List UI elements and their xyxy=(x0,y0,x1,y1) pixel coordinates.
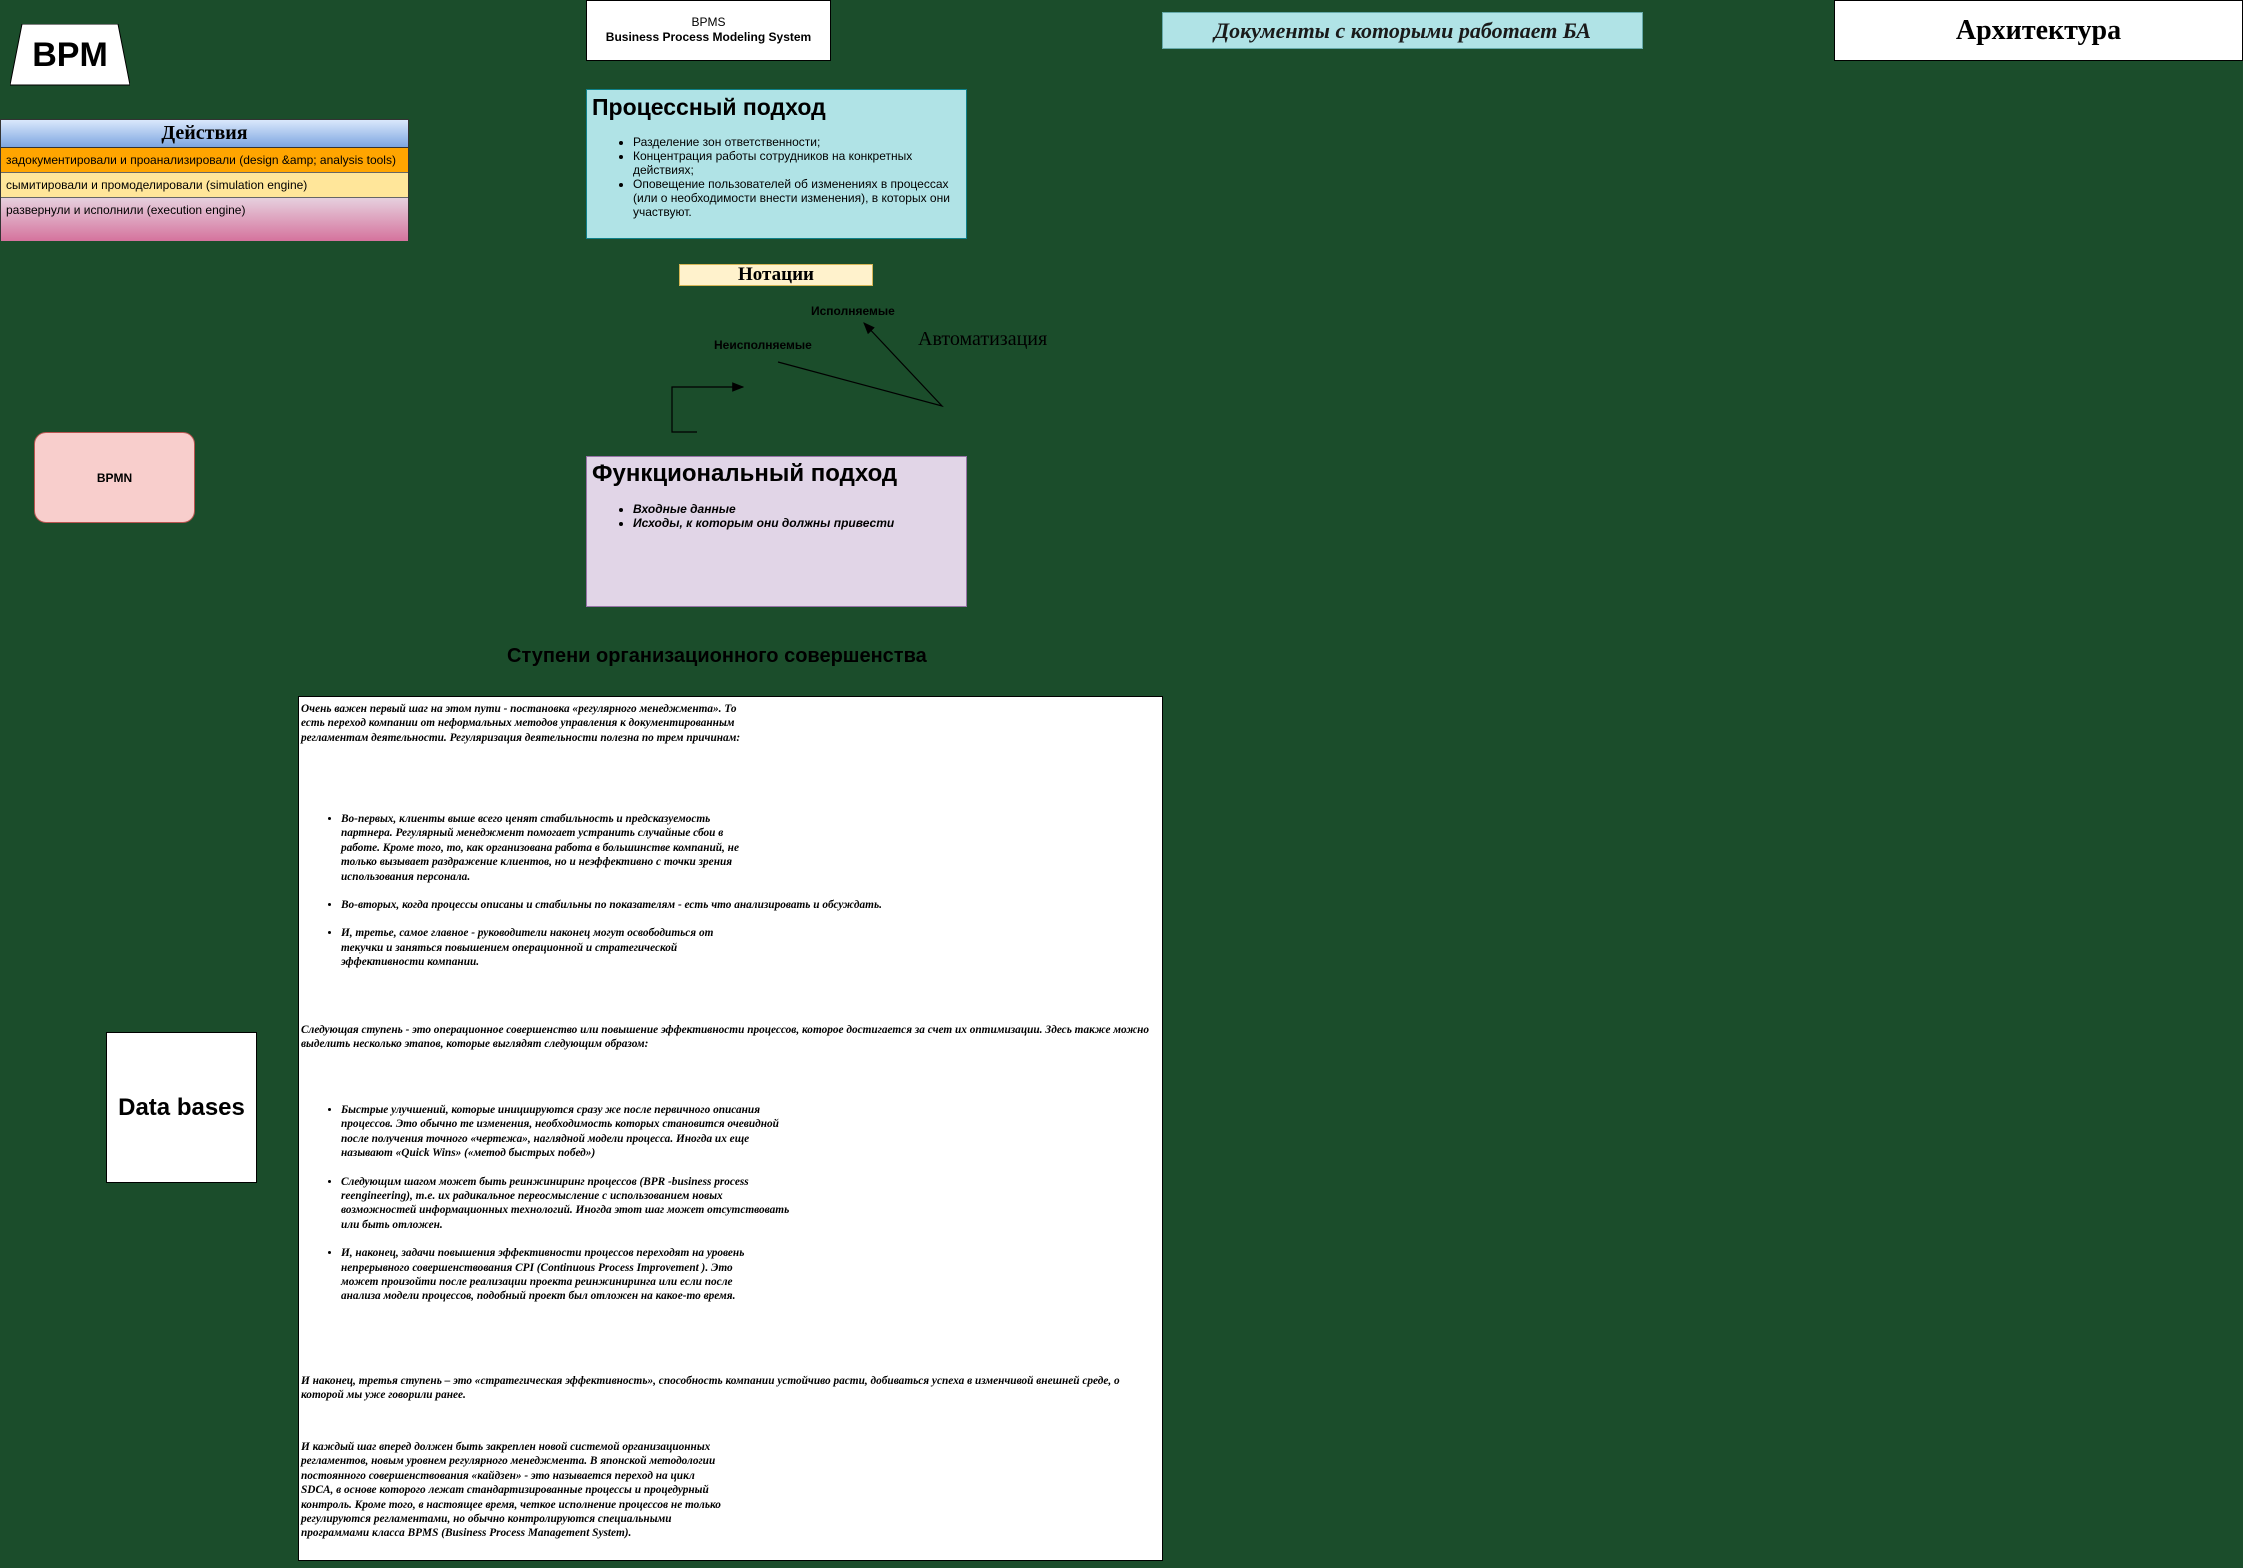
list-item: И, третье, самое главное - руководители … xyxy=(341,926,751,969)
automation-label[interactable]: Автоматизация xyxy=(918,328,1048,350)
actions-list[interactable]: Действия задокументировали и проанализир… xyxy=(0,119,409,241)
list-item: Входные данные xyxy=(633,502,966,516)
functional-approach-list: Входные данные Исходы, к которым они дол… xyxy=(587,502,966,530)
steps-paragraph-1: Очень важен первый шаг на этом пути - по… xyxy=(301,703,741,744)
process-approach-box[interactable]: Процессный подход Разделение зон ответст… xyxy=(586,89,967,239)
documents-banner[interactable]: Документы с которыми работает БА xyxy=(1162,12,1643,49)
list-item: Во-первых, клиенты выше всего ценят стаб… xyxy=(341,812,761,884)
list-item: Разделение зон ответственности; xyxy=(633,135,966,149)
steps-list-2: Быстрые улучшений, которые инициируются … xyxy=(299,1103,791,1318)
list-item: Быстрые улучшений, которые инициируются … xyxy=(341,1103,781,1161)
bpm-trapezoid[interactable] xyxy=(10,24,130,86)
list-item: Концентрация работы сотрудников на конкр… xyxy=(633,149,966,177)
bpms-full-name: Business Process Modeling System xyxy=(605,30,812,44)
steps-title[interactable]: Ступени организационного совершенства xyxy=(507,645,927,667)
bpmn-box[interactable]: BPMN xyxy=(34,432,195,523)
process-approach-title: Процессный подход xyxy=(592,94,826,120)
process-approach-list: Разделение зон ответственности; Концентр… xyxy=(587,135,966,219)
actions-title: Действия xyxy=(1,120,408,148)
notations-box[interactable]: Нотации xyxy=(679,264,873,286)
executable-label[interactable]: Исполняемые xyxy=(811,304,895,318)
bpm-label: BPM xyxy=(32,35,108,74)
steps-paragraph-3: И наконец, третья ступень – это «стратег… xyxy=(301,1375,1120,1402)
non-executable-label[interactable]: Неисполняемые xyxy=(714,338,812,352)
notation-elbow-connector[interactable] xyxy=(671,382,745,433)
bpms-box[interactable]: BPMS Business Process Modeling System xyxy=(586,0,831,61)
steps-text-box[interactable]: Очень важен первый шаг на этом пути - по… xyxy=(298,696,1163,1561)
bpms-abbr: BPMS xyxy=(691,15,726,29)
functional-approach-title: Функциональный подход xyxy=(592,460,898,487)
list-item: Следующим шагом может быть реинжиниринг … xyxy=(341,1175,791,1233)
steps-list-1: Во-первых, клиенты выше всего ценят стаб… xyxy=(299,812,941,984)
list-item: Исходы, к которым они должны привести xyxy=(633,516,966,530)
list-item: Во-вторых, когда процессы описаны и стаб… xyxy=(341,898,941,912)
list-item: Оповещение пользователей об изменениях в… xyxy=(633,177,966,219)
action-item-simulation[interactable]: сымитировали и промоделировали (simulati… xyxy=(1,173,408,198)
action-item-execution[interactable]: развернули и исполнили (execution engine… xyxy=(1,198,408,241)
steps-paragraph-4: И каждый шаг вперед должен быть закрепле… xyxy=(301,1441,721,1540)
steps-paragraph-2: Следующая ступень - это операционное сов… xyxy=(301,1024,1150,1051)
action-item-design[interactable]: задокументировали и проанализировали (de… xyxy=(1,148,408,173)
databases-box[interactable]: Data bases xyxy=(106,1032,257,1183)
functional-approach-box[interactable]: Функциональный подход Входные данные Исх… xyxy=(586,456,967,607)
list-item: И, наконец, задачи повышения эффективнос… xyxy=(341,1246,771,1304)
architecture-box[interactable]: Архитектура xyxy=(1834,0,2243,61)
